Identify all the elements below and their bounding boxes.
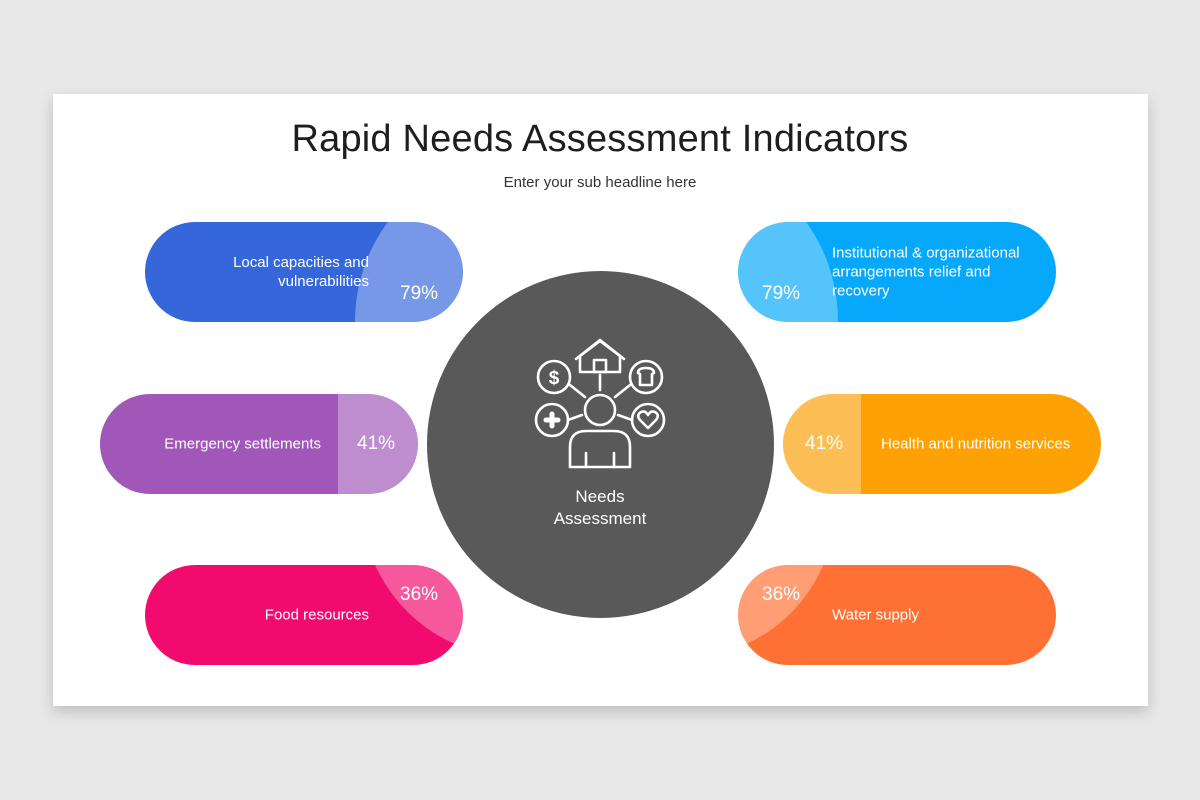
indicator-emergency-settlements: Emergency settlements 41% <box>100 394 418 494</box>
svg-text:$: $ <box>549 368 560 389</box>
center-label: Needs Assessment <box>500 486 700 530</box>
indicator-percent: 79% <box>400 283 439 304</box>
indicator-local-capacities: Local capacities and vulnerabilities 79% <box>145 222 463 322</box>
indicator-percent: 36% <box>400 584 439 605</box>
needs-assessment-icon: $ <box>534 338 666 469</box>
indicator-percent: 79% <box>762 283 801 304</box>
indicator-health-nutrition: Health and nutrition services 41% <box>783 394 1101 494</box>
center-label-line2: Assessment <box>553 509 647 528</box>
page-title: Rapid Needs Assessment Indicators <box>291 118 909 160</box>
indicator-label: Health and nutrition services <box>881 435 1071 453</box>
center-label-line1: Needs <box>575 487 625 506</box>
indicator-label: Local capacities and vulnerabilities <box>233 254 369 290</box>
indicator-percent: 41% <box>357 433 396 454</box>
indicator-label: Water supply <box>832 606 919 624</box>
center-circle <box>427 271 774 618</box>
indicator-label: Institutional & organizational arrangeme… <box>832 244 1020 300</box>
indicator-food-resources: Food resources 36% <box>145 565 463 665</box>
indicator-percent: 41% <box>805 433 844 454</box>
indicator-label: Emergency settlements <box>164 435 321 453</box>
indicator-percent: 36% <box>762 584 801 605</box>
indicator-institutional-arrangements: Institutional & organizational arrangeme… <box>738 222 1056 322</box>
page-subtitle: Enter your sub headline here <box>503 174 697 191</box>
indicator-label: Food resources <box>264 606 369 624</box>
indicator-water-supply: Water supply 36% <box>738 565 1056 665</box>
